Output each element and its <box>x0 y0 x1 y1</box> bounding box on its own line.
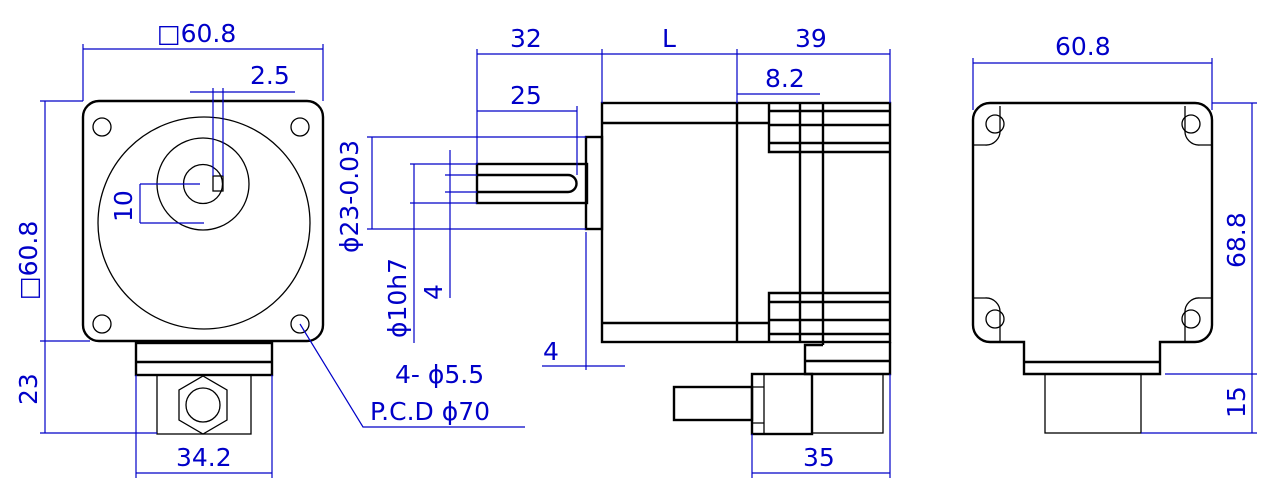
rear-hole <box>985 114 1005 134</box>
mounting-hole <box>92 117 112 137</box>
front-view <box>81 99 325 435</box>
dim-connector-height: 23 <box>14 373 43 405</box>
dim-rear-width: 60.8 <box>1055 32 1111 61</box>
rear-cover-outline <box>971 101 1214 376</box>
output-shaft <box>475 162 589 205</box>
dim-front-width: □60.8 <box>157 19 236 48</box>
rear-hole <box>985 309 1005 329</box>
cable <box>672 385 754 422</box>
dim-connector-width: 34.2 <box>176 443 232 472</box>
cable-gland <box>185 387 221 423</box>
gear-housing-circle <box>97 116 311 330</box>
mounting-hole <box>290 117 310 137</box>
mounting-hole <box>92 314 112 334</box>
dim-rear-length: 39 <box>795 24 827 53</box>
pilot-flange <box>584 135 604 231</box>
rear-view <box>971 101 1214 434</box>
hex-nut <box>178 375 228 435</box>
cable-fitting <box>750 372 814 436</box>
dim-side-connector-width: 35 <box>803 443 835 472</box>
dim-body-length: L <box>662 24 676 53</box>
front-flange-outline <box>81 99 325 343</box>
rear-hole <box>1181 309 1201 329</box>
dim-flange-thickness: 4 <box>543 337 559 366</box>
front-dimensions: □60.8 2.5 □60.8 10 23 34.2 4- ϕ5.5 P.C.D… <box>14 19 525 478</box>
keyway <box>477 173 578 194</box>
rear-hole <box>1181 114 1201 134</box>
dim-front-height: □60.8 <box>14 221 43 300</box>
dim-key-offset: 2.5 <box>250 61 290 90</box>
dim-rear-height: 68.8 <box>1222 212 1251 268</box>
dim-shaft-diameter: ϕ10h7 <box>383 258 412 338</box>
front-connector-body <box>156 374 252 435</box>
dim-rear-connector-height: 15 <box>1222 386 1251 418</box>
mounting-hole <box>290 314 310 334</box>
dim-key-length: 25 <box>510 81 542 110</box>
front-connector-base <box>134 341 274 377</box>
dim-rear-step: 8.2 <box>765 64 805 93</box>
dim-pilot-diameter: ϕ23-0.03 <box>335 140 364 253</box>
motor-body <box>600 101 892 344</box>
dim-shaft-length: 32 <box>510 24 542 53</box>
pcd-callout: P.C.D ϕ70 <box>370 397 490 426</box>
holes-callout: 4- ϕ5.5 <box>395 360 484 389</box>
rear-connector-body <box>1044 373 1142 434</box>
side-dimensions: 32 L 39 25 8.2 ϕ23-0.03 ϕ10h7 4 4 35 <box>335 24 891 478</box>
side-connector-base <box>803 342 892 376</box>
side-view <box>475 101 892 436</box>
dim-key-width: 4 <box>419 284 448 300</box>
rear-dimensions: 60.8 68.8 15 <box>972 32 1257 434</box>
side-connector-body <box>811 373 884 434</box>
shaft-key <box>212 175 224 192</box>
dim-shaft-offset: 10 <box>109 190 138 222</box>
